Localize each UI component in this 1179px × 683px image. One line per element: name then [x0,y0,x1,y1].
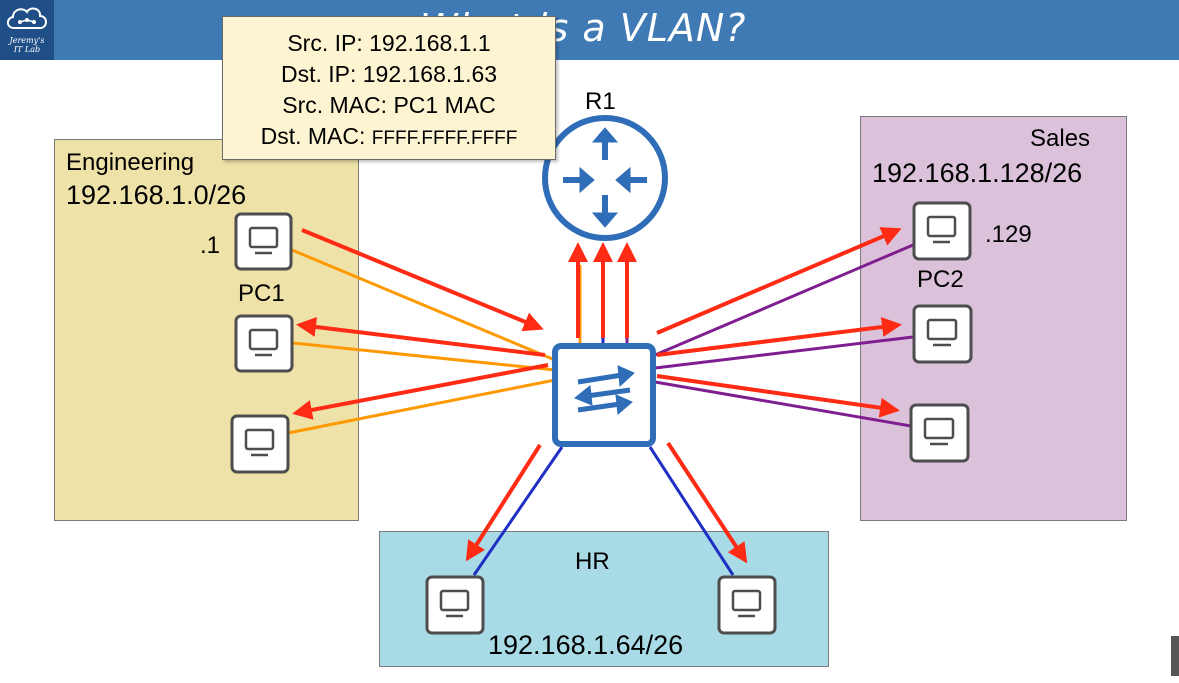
header-bar [0,0,1179,60]
pc2-host-label: .129 [985,221,1032,248]
sales-zone-name: Sales [1030,125,1091,152]
link-sales-pc-mid-switch [654,335,914,370]
arrow-to-eng-pc3 [292,363,549,420]
link-eng-pc2-switch [292,341,556,372]
broadcast-arrows [292,227,902,564]
packet-src-ip: Src. IP: 192.168.1.1 [287,30,491,56]
arrow-pc1-to-switch [301,228,544,332]
pc-hr-1 [425,575,485,635]
pc1-name-label: PC1 [238,280,285,307]
packet-dst-mac: Dst. MAC: FFFF.FFFF.FFFF [223,121,555,154]
switch-icon [552,343,656,447]
link-hr-left-switch [472,446,564,576]
logo-text-line2: IT Lab [13,45,41,54]
link-pc1-switch [291,248,556,362]
link-sales-pc-low-switch [654,380,912,428]
pc-engineering-3 [230,414,290,474]
link-pc2-switch [654,243,914,357]
arrow-to-eng-pc2 [296,317,546,357]
pc-sales-3 [909,403,970,463]
pc-hr-2 [717,575,777,635]
logo: Jeremy's IT Lab [0,0,54,60]
sales-zone [860,116,1127,521]
sales-subnet: 192.168.1.128/26 [872,158,1083,188]
packet-info-box: Src. IP: 192.168.1.1 Dst. IP: 192.168.1.… [222,16,556,160]
arrow-to-sales-pc-low [656,374,900,418]
pc2-name-label: PC2 [917,266,964,293]
arrow-to-sales-pc-mid [656,317,902,357]
hr-subnet: 192.168.1.64/26 [488,630,684,660]
pc1-host-label: .1 [200,232,221,259]
engineering-subnet: 192.168.1.0/26 [66,180,247,210]
engineering-zone-name: Engineering [66,149,195,176]
pc-pc1 [234,212,293,271]
arrow-to-sales-pc2 [656,227,902,335]
packet-dst-ip: Dst. IP: 192.168.1.63 [280,61,498,87]
logo-text-line1: Jeremy's [9,36,45,45]
arrow-to-hr-right [666,441,748,564]
packet-src-mac: Src. MAC: PC1 MAC [282,92,496,118]
pc-engineering-2 [234,314,294,373]
link-hr-right-switch [648,446,735,576]
packet-dst-mac-value: FFFF.FFFF.FFFF [371,128,518,149]
sales-links [625,243,914,428]
hr-zone-name: HR [575,548,610,575]
packet-dst-mac-label: Dst. MAC: [260,123,372,149]
pc-pc2 [912,201,972,261]
cloud-icon [6,7,47,29]
router-icon [542,115,668,241]
link-eng-pc3-switch [287,378,556,435]
corner-badge [1171,636,1179,676]
router-name-label: R1 [585,88,616,115]
arrow-to-hr-left [465,443,542,562]
pc-sales-2 [912,304,973,364]
